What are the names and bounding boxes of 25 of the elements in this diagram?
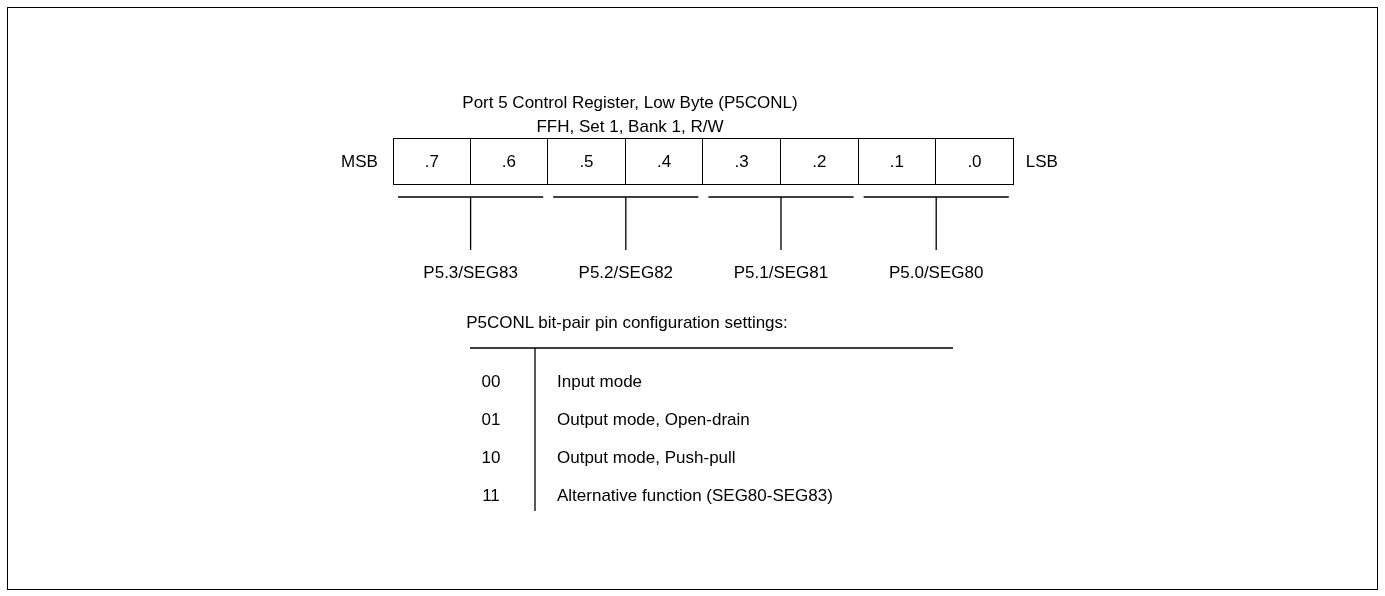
title: Port 5 Control Register, Low Byte (P5CONL) bbox=[462, 94, 798, 111]
mode-description: Output mode, Push-pull bbox=[557, 449, 736, 466]
mode-description: Output mode, Open-drain bbox=[557, 411, 750, 428]
bit-code: 00 bbox=[481, 373, 501, 390]
table-heading: P5CONL bit-pair pin configuration settings: bbox=[466, 314, 788, 331]
register-address: FFH, Set 1, Bank 1, R/W bbox=[536, 118, 724, 135]
bit-cell: .1 bbox=[857, 138, 937, 185]
pin-name: P5.1/SEG81 bbox=[733, 264, 829, 281]
bit-cell: .3 bbox=[702, 138, 781, 185]
msb-label: MSB bbox=[341, 153, 378, 170]
bit-code: 01 bbox=[481, 411, 501, 428]
bit-cell: .0 bbox=[935, 138, 1014, 185]
bit-code: 10 bbox=[481, 449, 501, 466]
bit-cell: .7 bbox=[393, 138, 471, 185]
pin-name: P5.2/SEG82 bbox=[578, 264, 674, 281]
bit-cell: .5 bbox=[547, 138, 626, 185]
bit-cell: .2 bbox=[780, 138, 859, 185]
mode-description: Alternative function (SEG80-SEG83) bbox=[557, 487, 833, 504]
lsb-label: LSB bbox=[1025, 153, 1058, 170]
bit-cell: .6 bbox=[469, 138, 549, 185]
bit-code: 11 bbox=[482, 487, 500, 504]
pin-name: P5.0/SEG80 bbox=[888, 264, 984, 281]
bit-cell: .4 bbox=[624, 138, 704, 185]
pin-name: P5.3/SEG83 bbox=[423, 264, 518, 281]
mode-description: Input mode bbox=[557, 373, 643, 390]
